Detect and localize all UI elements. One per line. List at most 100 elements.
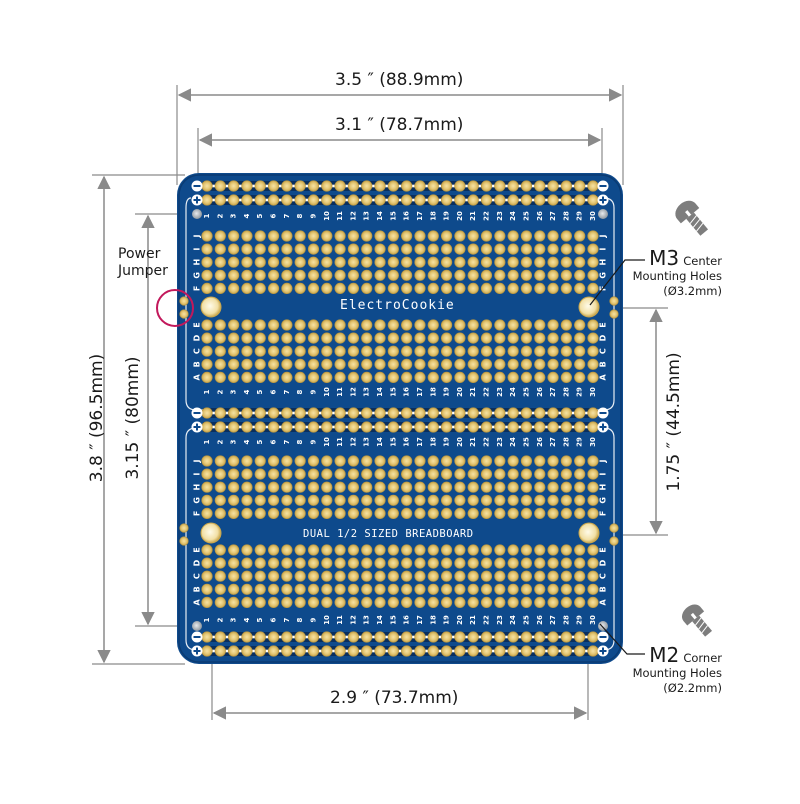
pad [480,596,493,609]
pad [520,332,533,344]
pad [547,345,559,357]
pad [520,583,533,595]
pad [228,507,240,520]
pad [267,332,280,344]
pad [179,296,189,306]
pad [454,345,466,357]
pad [440,180,453,192]
pad [494,544,506,556]
pad [547,544,559,556]
pad [241,645,253,657]
pad [440,421,453,433]
pad [454,421,466,433]
pad [228,481,240,493]
pad [414,596,426,609]
silkscreen-label: B [599,361,608,367]
pad [321,544,333,556]
pad [574,194,586,206]
silkscreen-label: H [599,484,608,491]
pad [228,631,240,643]
pad [281,345,293,357]
pad [454,371,466,384]
pad [361,358,373,370]
pad [201,494,213,506]
pad [467,319,479,331]
pad [334,358,346,370]
pad [427,645,439,657]
pad [241,194,253,206]
pad [427,631,439,643]
pad [454,243,466,255]
callout-leaders [589,259,645,655]
pad [587,319,599,331]
silkscreen-label: B [193,361,202,367]
pad [294,570,306,582]
pad [254,345,266,357]
pad [427,455,439,467]
pad [401,596,413,609]
pad [534,631,546,643]
pad [361,583,373,595]
pad [334,544,346,556]
silkscreen-label: H [193,484,202,491]
pad [254,481,266,493]
pad [294,557,306,569]
pad [267,243,280,255]
pad [427,345,439,357]
pad [307,507,320,520]
silkscreen-label: 28 [562,387,570,397]
pad [609,296,619,306]
pad [267,468,280,480]
pad [547,481,559,493]
pad [454,507,466,520]
pad [374,494,386,506]
pad [480,194,493,206]
pad [361,596,373,609]
pad [507,544,519,556]
silkscreen-label: 3 [230,439,238,444]
pad [387,407,399,419]
silkscreen-label: 17 [416,437,424,447]
pad [361,481,373,493]
pad [480,544,493,556]
pad [254,319,266,331]
pad [267,230,280,242]
pad [574,243,586,255]
pad [414,544,426,556]
pad [334,269,346,281]
pad [307,282,320,295]
m2-mounting-hole [598,209,608,219]
pad [228,468,240,480]
pad [427,194,439,206]
pad [467,583,479,595]
pad [547,645,559,657]
silkscreen-label: 15 [389,437,397,447]
silkscreen-label: 13 [363,437,371,447]
pad [454,332,466,344]
pad [334,371,346,384]
pad [547,180,559,192]
pad [547,583,559,595]
silkscreen-label: 22 [483,211,491,221]
silkscreen-label: 14 [376,387,384,397]
pad [587,256,599,268]
pad [414,243,426,255]
pad [281,180,293,192]
silkscreen-label: 14 [376,211,384,221]
pad [241,570,253,582]
pad [480,407,493,419]
power-jumper-line1: Power [118,246,161,262]
pad [267,455,280,467]
pad [294,243,306,255]
pad [361,332,373,344]
pad [480,421,493,433]
pad [440,230,453,242]
pad [560,180,572,192]
pad [334,319,346,331]
pad [427,282,439,295]
pad [520,180,533,192]
pad [347,468,360,480]
pad [254,180,266,192]
pad [214,468,226,480]
pad [334,256,346,268]
